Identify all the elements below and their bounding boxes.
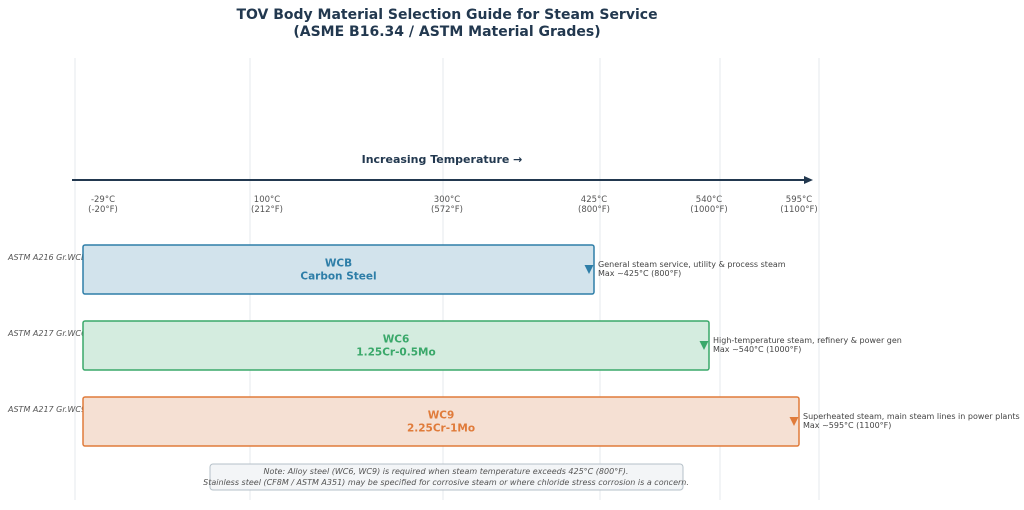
note-line-2: Stainless steel (CF8M / ASTM A351) may b…: [203, 478, 689, 487]
material-temperature-limit: Max ~540°C (1000°F): [713, 345, 801, 354]
material-temperature-limit: Max ~595°C (1100°F): [803, 421, 891, 430]
material-code: WC9: [428, 410, 455, 422]
tick-label-fahrenheit: (1100°F): [780, 205, 817, 215]
note-box: Note: Alloy steel (WC6, WC9) is required…: [203, 463, 689, 491]
tick-label-celsius: 100°C: [254, 195, 280, 205]
axis-label: Increasing Temperature →: [362, 153, 523, 166]
tick-label-celsius: 595°C: [786, 195, 812, 205]
note-box-frame: [209, 463, 684, 491]
max-temperature-marker-icon: [584, 265, 594, 274]
material-grade-label: ASTM A216 Gr.WCB: [7, 253, 86, 262]
tick-label-fahrenheit: (-20°F): [88, 205, 118, 215]
material-description: General steam service, utility & process…: [598, 260, 786, 269]
note-line-1: Note: Alloy steel (WC6, WC9) is required…: [264, 467, 629, 476]
max-temperature-marker-icon: [699, 341, 709, 350]
material-name: Carbon Steel: [300, 271, 376, 283]
material-name: 1.25Cr-0.5Mo: [356, 347, 435, 359]
material-bar: [82, 396, 800, 447]
tick-label-fahrenheit: (212°F): [251, 205, 283, 215]
temperature-ticks: -29°C(-20°F) 100°C(212°F) 300°C(572°F) 425°…: [88, 195, 818, 215]
tick-label-celsius: 300°C: [434, 195, 460, 205]
tick-label-celsius: -29°C: [91, 195, 115, 205]
tick-label-celsius: 425°C: [581, 195, 607, 205]
axis-arrowhead-icon: [804, 176, 813, 184]
material-bar: [82, 244, 595, 295]
material-temperature-limit: Max ~425°C (800°F): [598, 269, 681, 278]
material-grade-label: ASTM A217 Gr.WC9: [7, 405, 86, 414]
tick-label-fahrenheit: (1000°F): [690, 205, 727, 215]
material-code: WC6: [383, 334, 410, 346]
max-temperature-marker-icon: [789, 417, 799, 426]
title-line-1: TOV Body Material Selection Guide for St…: [236, 7, 657, 23]
title-line-2: (ASME B16.34 / ASTM Material Grades): [293, 24, 600, 40]
material-description: High-temperature steam, refinery & power…: [713, 336, 902, 345]
tick-label-celsius: 540°C: [696, 195, 722, 205]
material-code: WCB: [325, 258, 352, 270]
tick-label-fahrenheit: (572°F): [431, 205, 463, 215]
material-description: Superheated steam, main steam lines in p…: [803, 412, 1020, 421]
material-name: 2.25Cr-1Mo: [407, 423, 475, 435]
tick-label-fahrenheit: (800°F): [578, 205, 610, 215]
material-bar: [82, 320, 710, 371]
material-grade-label: ASTM A217 Gr.WC6: [7, 329, 86, 338]
